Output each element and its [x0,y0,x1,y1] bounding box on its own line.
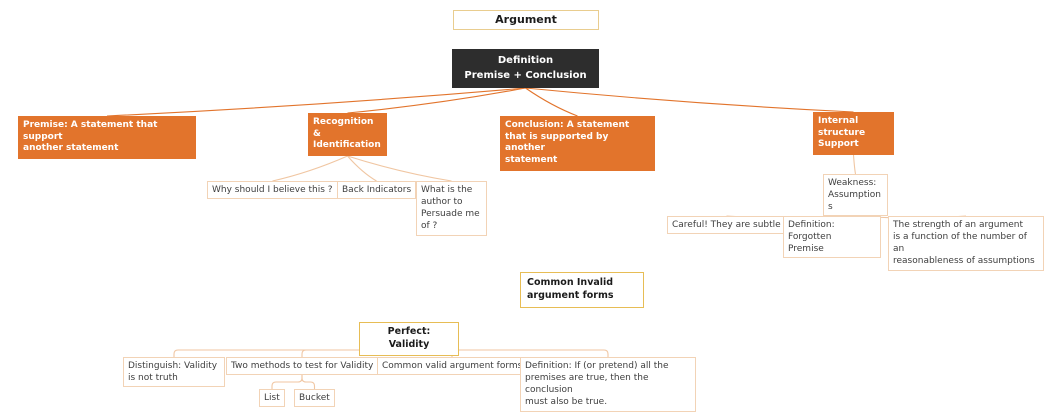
node-strength-of-argument[interactable]: The strength of an argument is a functio… [888,216,1044,271]
node-perfect-validity[interactable]: Perfect: Validity [359,322,459,356]
node-validity-not-truth[interactable]: Distinguish: Validity is not truth [123,357,225,388]
node-internal-structure-support[interactable]: Internal structure Support [813,112,894,156]
node-why-believe[interactable]: Why should I believe this ? [207,181,338,200]
node-bucket[interactable]: Bucket [294,389,335,408]
node-two-methods-test-validity[interactable]: Two methods to test for Validity [226,357,379,376]
node-recognition-identification[interactable]: Recognition & Identification [308,113,387,157]
node-author-persuade[interactable]: What is the author to Persuade me of ? [416,181,487,236]
node-careful-subtle[interactable]: Careful! They are subtle [667,216,786,235]
node-validity-definition[interactable]: Definition: If (or pretend) all the prem… [520,357,696,412]
node-back-indicators[interactable]: Back Indicators [337,181,417,200]
node-weakness-assumptions[interactable]: Weakness: Assumptions [823,174,888,217]
node-common-invalid-forms[interactable]: Common Invalid argument forms [520,272,644,308]
node-definition-premise-conclusion[interactable]: Definition Premise + Conclusion [452,49,599,88]
node-common-valid-forms[interactable]: Common valid argument forms [377,357,528,376]
node-forgotten-premise[interactable]: Definition: Forgotten Premise [783,216,881,259]
node-argument[interactable]: Argument [453,10,599,31]
node-conclusion-definition[interactable]: Conclusion: A statement that is supporte… [500,116,655,171]
node-list[interactable]: List [259,389,285,408]
node-premise-definition[interactable]: Premise: A statement that support anothe… [18,116,196,160]
